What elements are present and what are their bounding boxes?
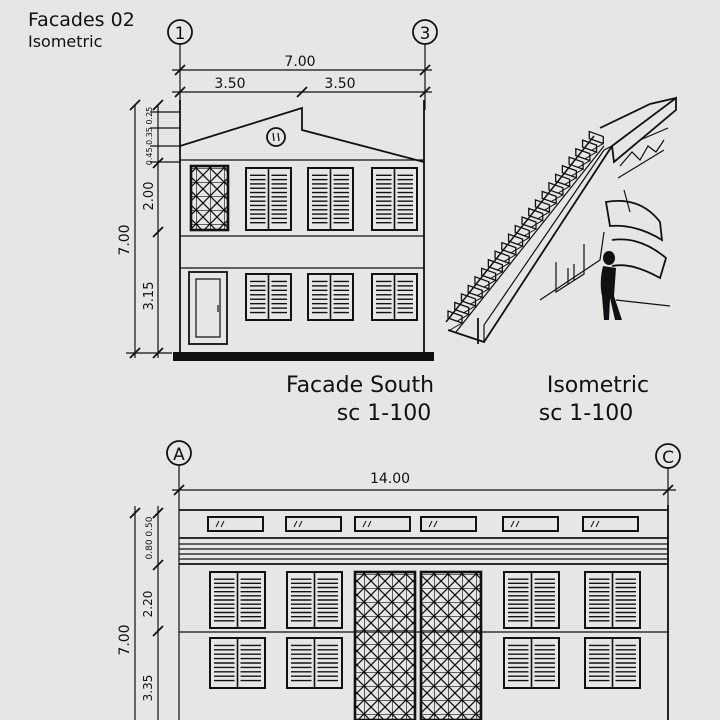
clerestory-window — [207, 516, 264, 532]
clerestory-window — [502, 516, 559, 532]
stair-step — [575, 147, 591, 169]
clerestory-window — [285, 516, 342, 532]
stair-step — [541, 190, 557, 211]
south-facade-elevation — [173, 100, 434, 361]
stair-step — [554, 173, 571, 194]
shutter-window — [371, 273, 418, 321]
clerestory-windows — [207, 516, 639, 532]
shutter-window — [584, 571, 641, 629]
long-height-dimensions: 7.00 2.20 3.35 0.80 0.50 — [117, 506, 164, 720]
stair-step — [581, 139, 598, 160]
svg-text:7.00: 7.00 — [117, 624, 133, 655]
entrance-door — [188, 271, 228, 345]
grid-marker-1: 1 — [167, 19, 193, 110]
facade-south-scale: sc 1-100 — [337, 401, 431, 426]
stair-step — [588, 130, 604, 151]
lattice-screen-panel-right — [419, 570, 483, 720]
grid-marker-3: 3 — [412, 19, 438, 110]
stair-step — [548, 181, 564, 203]
svg-text:0.45 0.35 0.25: 0.45 0.35 0.25 — [145, 107, 154, 166]
grid-marker-a: A — [166, 440, 192, 720]
svg-text:7.00: 7.00 — [117, 224, 133, 255]
lattice-screen-window — [189, 164, 230, 232]
clerestory-window — [420, 516, 477, 532]
svg-text:3.15: 3.15 — [142, 282, 157, 311]
human-figure-icon — [600, 251, 622, 320]
svg-text:A: A — [173, 445, 185, 465]
shutter-window — [245, 167, 292, 231]
south-width-dimension: 7.00 — [172, 54, 432, 76]
south-height-dimensions: 7.00 2.00 3.15 0.45 0.35 0.25 — [117, 99, 180, 359]
svg-text:3.35: 3.35 — [141, 675, 155, 702]
south-shutter-windows — [245, 167, 418, 321]
svg-text:2.20: 2.20 — [141, 591, 155, 618]
south-facade-drawing: 1 3 7.00 3.50 3.50 — [117, 19, 438, 426]
shutter-window — [307, 273, 354, 321]
shutter-window — [503, 637, 560, 689]
roof-vent-icon — [266, 127, 286, 147]
shutter-window — [584, 637, 641, 689]
shutter-window — [209, 637, 266, 689]
stair-step — [534, 198, 551, 220]
shutter-window — [503, 571, 560, 629]
svg-text:14.00: 14.00 — [370, 471, 410, 487]
clerestory-window — [354, 516, 411, 532]
stair-step — [568, 156, 584, 177]
long-facade-elevation — [179, 505, 669, 720]
svg-text:3.50: 3.50 — [324, 76, 355, 92]
shutter-window — [286, 637, 343, 689]
shutter-window — [307, 167, 354, 231]
sheet-title: Facades 02 — [28, 9, 135, 31]
shutter-window — [209, 571, 266, 629]
long-facade-drawing: A C 14.00 7.00 2.20 3.35 0.80 0.50 — [117, 440, 681, 720]
shutter-window — [245, 273, 292, 321]
svg-text:C: C — [662, 448, 674, 468]
long-width-dimension: 14.00 — [172, 471, 676, 496]
stair-step — [561, 164, 578, 186]
isometric-label: Isometric — [547, 373, 649, 398]
svg-text:0.80 0.50: 0.80 0.50 — [145, 516, 155, 559]
isometric-scale: sc 1-100 — [539, 401, 633, 426]
clerestory-window — [582, 516, 639, 532]
stair-steps — [445, 130, 605, 333]
south-bay-dimensions: 3.50 3.50 — [172, 76, 432, 98]
stair-step — [528, 207, 544, 228]
svg-text:1: 1 — [175, 24, 186, 44]
svg-text:2.00: 2.00 — [142, 182, 157, 211]
lattice-screen-panel-left — [353, 570, 417, 720]
facade-south-label: Facade South — [286, 373, 434, 398]
svg-text:3.50: 3.50 — [214, 76, 245, 92]
long-shutter-windows — [209, 571, 641, 689]
sheet-subtitle: Isometric — [28, 32, 102, 51]
isometric-stair-drawing: Isometric sc 1-100 — [445, 96, 677, 426]
shutter-window — [286, 571, 343, 629]
svg-text:3: 3 — [420, 24, 431, 44]
shutter-window — [371, 167, 418, 231]
ground-line — [173, 352, 434, 361]
svg-text:7.00: 7.00 — [284, 54, 315, 70]
